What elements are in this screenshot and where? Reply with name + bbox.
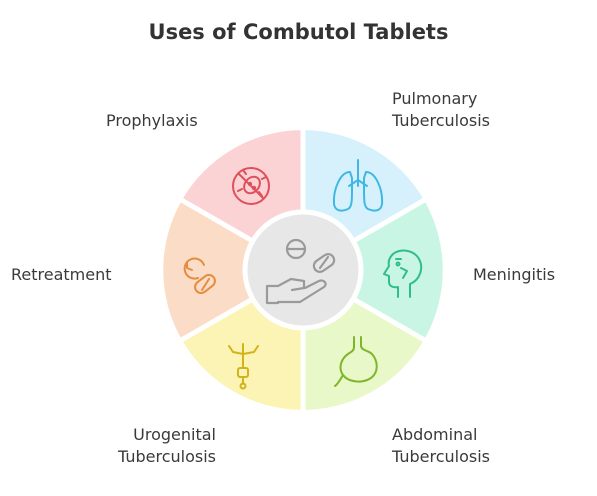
no-bacteria-icon	[232, 167, 270, 205]
segment-retreatment	[163, 200, 303, 340]
hand-with-pills-icon	[265, 238, 336, 305]
label-line: Abdominal	[392, 425, 478, 444]
label-urogenital-tuberculosis: Urogenital Tuberculosis	[102, 424, 216, 468]
label-line: Meningitis	[473, 265, 556, 284]
label-abdominal-tuberculosis: Abdominal Tuberculosis	[392, 424, 490, 468]
label-meningitis: Meningitis	[473, 264, 555, 286]
label-retreatment: Retreatment	[11, 264, 112, 286]
label-line: Urogenital	[133, 425, 216, 444]
stomach-icon	[334, 336, 378, 387]
head-profile-icon	[383, 249, 423, 298]
label-line: Retreatment	[11, 265, 112, 284]
diagram-title: Uses of Combutol Tablets	[148, 20, 449, 44]
label-line: Tuberculosis	[392, 447, 490, 466]
label-line: Tuberculosis	[392, 111, 490, 130]
lungs-icon	[332, 159, 384, 212]
label-line: Pulmonary	[392, 89, 478, 108]
center-circle	[242, 209, 364, 331]
label-line: Prophylaxis	[106, 111, 198, 130]
label-prophylaxis: Prophylaxis	[106, 110, 198, 132]
label-line: Tuberculosis	[118, 447, 216, 466]
clock-pill-icon	[183, 257, 216, 295]
segment-meningitis	[303, 200, 443, 340]
label-pulmonary-tuberculosis: Pulmonary Tuberculosis	[392, 88, 490, 132]
urogenital-device-icon	[228, 343, 259, 390]
